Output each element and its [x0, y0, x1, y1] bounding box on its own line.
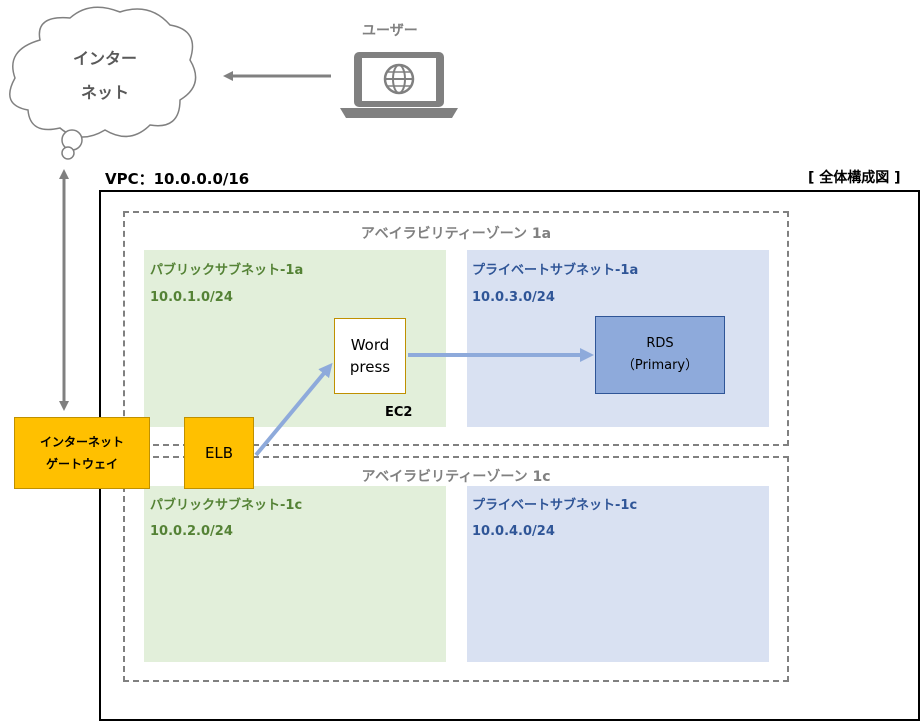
internet-label-line1: インター [72, 49, 137, 68]
internet-label-line2: ネット [80, 83, 129, 102]
az-1c-title: アベイラビリティーゾーン 1c [361, 469, 551, 485]
overview-label: [ 全体構成図 ] [808, 170, 901, 186]
rds-box: RDS （Primary） [595, 316, 725, 394]
internet-gateway: インターネット ゲートウェイ [14, 417, 150, 489]
availability-zone-1c [123, 456, 789, 682]
private-subnet-1c-name: プライベートサブネット-1c [472, 498, 638, 513]
wordpress-label-line1: Word [350, 336, 390, 354]
igw-label-line1: インターネット [39, 435, 124, 449]
rds-label-line2: （Primary） [621, 358, 699, 373]
user-label: ユーザー [362, 23, 418, 39]
public-subnet-1c-cidr: 10.0.2.0/24 [150, 524, 233, 539]
igw-label-line2: ゲートウェイ [45, 457, 118, 471]
public-subnet-1a-name: パブリックサブネット-1a [150, 263, 304, 278]
private-subnet-1c [467, 486, 769, 662]
rds-label-line1: RDS [646, 336, 674, 351]
public-subnet-1a-cidr: 10.0.1.0/24 [150, 290, 233, 305]
laptop-globe-icon [340, 52, 458, 118]
vpc-label: VPC：10.0.0.0/16 [105, 170, 250, 188]
private-subnet-1c-cidr: 10.0.4.0/24 [472, 524, 555, 539]
public-subnet-1c [144, 486, 446, 662]
public-subnet-1c-name: パブリックサブネット-1c [150, 498, 303, 513]
ec2-label: EC2 [385, 405, 413, 420]
elb-box: ELB [184, 417, 254, 489]
internet-label: インター ネット [45, 45, 165, 103]
private-subnet-1a-cidr: 10.0.3.0/24 [472, 290, 555, 305]
availability-zone-1a [123, 211, 789, 446]
wordpress-label-line2: press [349, 358, 391, 376]
elb-to-wordpress-arrow [254, 362, 333, 457]
private-subnet-1a-name: プライベートサブネット-1a [472, 263, 639, 278]
az-1a-title: アベイラビリティーゾーン 1a [360, 226, 552, 242]
wordpress-box: Word press [334, 318, 406, 394]
cloud-icon [9, 6, 197, 160]
elb-label: ELB [204, 444, 234, 462]
